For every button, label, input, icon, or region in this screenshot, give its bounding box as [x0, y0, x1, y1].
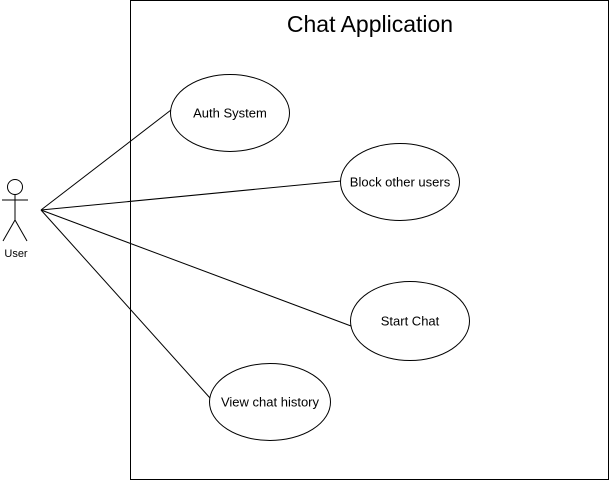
use-case-ellipse [209, 363, 331, 441]
actor-head [7, 179, 23, 195]
system-title: Chat Application [287, 11, 453, 37]
use-case-auth-system[interactable]: Auth System [170, 74, 290, 152]
actor-left-leg [2, 219, 16, 242]
association-block-other-users[interactable] [40, 180, 342, 211]
use-case-ellipse [350, 281, 470, 361]
use-case-start-chat[interactable]: Start Chat [350, 281, 470, 361]
system-boundary[interactable] [130, 0, 609, 480]
use-case-block-other-users[interactable]: Block other users [340, 143, 460, 221]
use-case-label: View chat history [221, 395, 320, 410]
association-start-chat[interactable] [40, 209, 352, 327]
use-case-label: Auth System [193, 106, 267, 121]
association-auth-system[interactable] [40, 109, 172, 211]
use-case-label: Block other users [350, 175, 451, 190]
use-case-ellipse [170, 74, 290, 152]
use-case-label: Start Chat [381, 314, 440, 329]
association-view-chat-history[interactable] [40, 209, 211, 399]
actor-right-leg [14, 219, 28, 242]
use-case-view-chat-history[interactable]: View chat history [209, 363, 331, 441]
use-case-ellipse [340, 143, 460, 221]
actor-label: User [4, 248, 28, 260]
actor-user[interactable]: User [2, 179, 28, 261]
